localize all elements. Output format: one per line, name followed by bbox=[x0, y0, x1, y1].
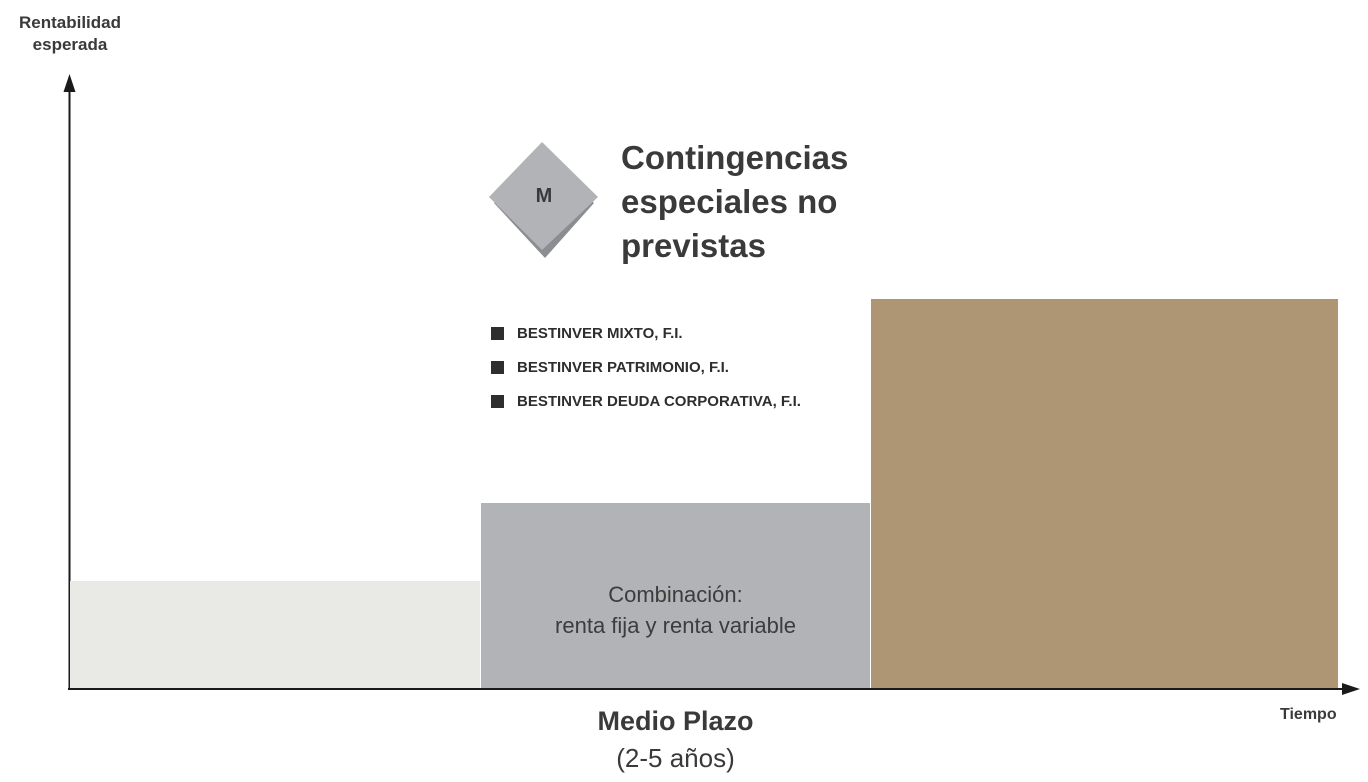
contingency-title-line1: Contingencias bbox=[621, 139, 849, 176]
fund-name: BESTINVER MIXTO, F.I. bbox=[517, 324, 683, 342]
square-bullet-icon bbox=[491, 360, 504, 374]
fund-name: BESTINVER DEUDA CORPORATIVA, F.I. bbox=[517, 392, 801, 410]
diamond-badge-icon bbox=[489, 142, 598, 258]
square-bullet-icon bbox=[491, 394, 504, 408]
medium-term-description-line2: renta fija y renta variable bbox=[555, 613, 796, 638]
medium-term-description: Combinación: renta fija y renta variable bbox=[481, 579, 870, 641]
period-title: Medio Plazo bbox=[597, 706, 754, 736]
x-axis-arrowhead bbox=[1342, 683, 1360, 695]
fund-name: BESTINVER PATRIMONIO, F.I. bbox=[517, 358, 729, 376]
diamond-front bbox=[489, 142, 598, 250]
y-axis-arrowhead bbox=[63, 74, 76, 92]
contingency-title-line3: previstas bbox=[621, 227, 766, 264]
long-term-block bbox=[871, 299, 1338, 688]
fund-item: BESTINVER MIXTO, F.I. bbox=[491, 316, 801, 350]
medium-term-description-line1: Combinación: bbox=[608, 582, 743, 607]
contingency-title: Contingencias especiales no previstas bbox=[621, 136, 848, 268]
short-term-block bbox=[70, 581, 480, 688]
fund-item: BESTINVER PATRIMONIO, F.I. bbox=[491, 350, 801, 384]
fund-item: BESTINVER DEUDA CORPORATIVA, F.I. bbox=[491, 384, 801, 418]
y-axis-label-line2: esperada bbox=[32, 35, 108, 54]
contingency-title-line2: especiales no bbox=[621, 183, 838, 220]
fund-list: BESTINVER MIXTO, F.I. BESTINVER PATRIMON… bbox=[491, 316, 801, 418]
medium-term-block bbox=[481, 503, 870, 688]
x-axis-label: Tiempo bbox=[1280, 706, 1337, 723]
square-bullet-icon bbox=[491, 326, 504, 340]
y-axis-label-line1: Rentabilidad bbox=[18, 13, 121, 32]
period-range: (2-5 años) bbox=[616, 743, 735, 773]
y-axis-label: Rentabilidad esperada bbox=[0, 12, 140, 56]
badge-letter: M bbox=[535, 185, 553, 207]
